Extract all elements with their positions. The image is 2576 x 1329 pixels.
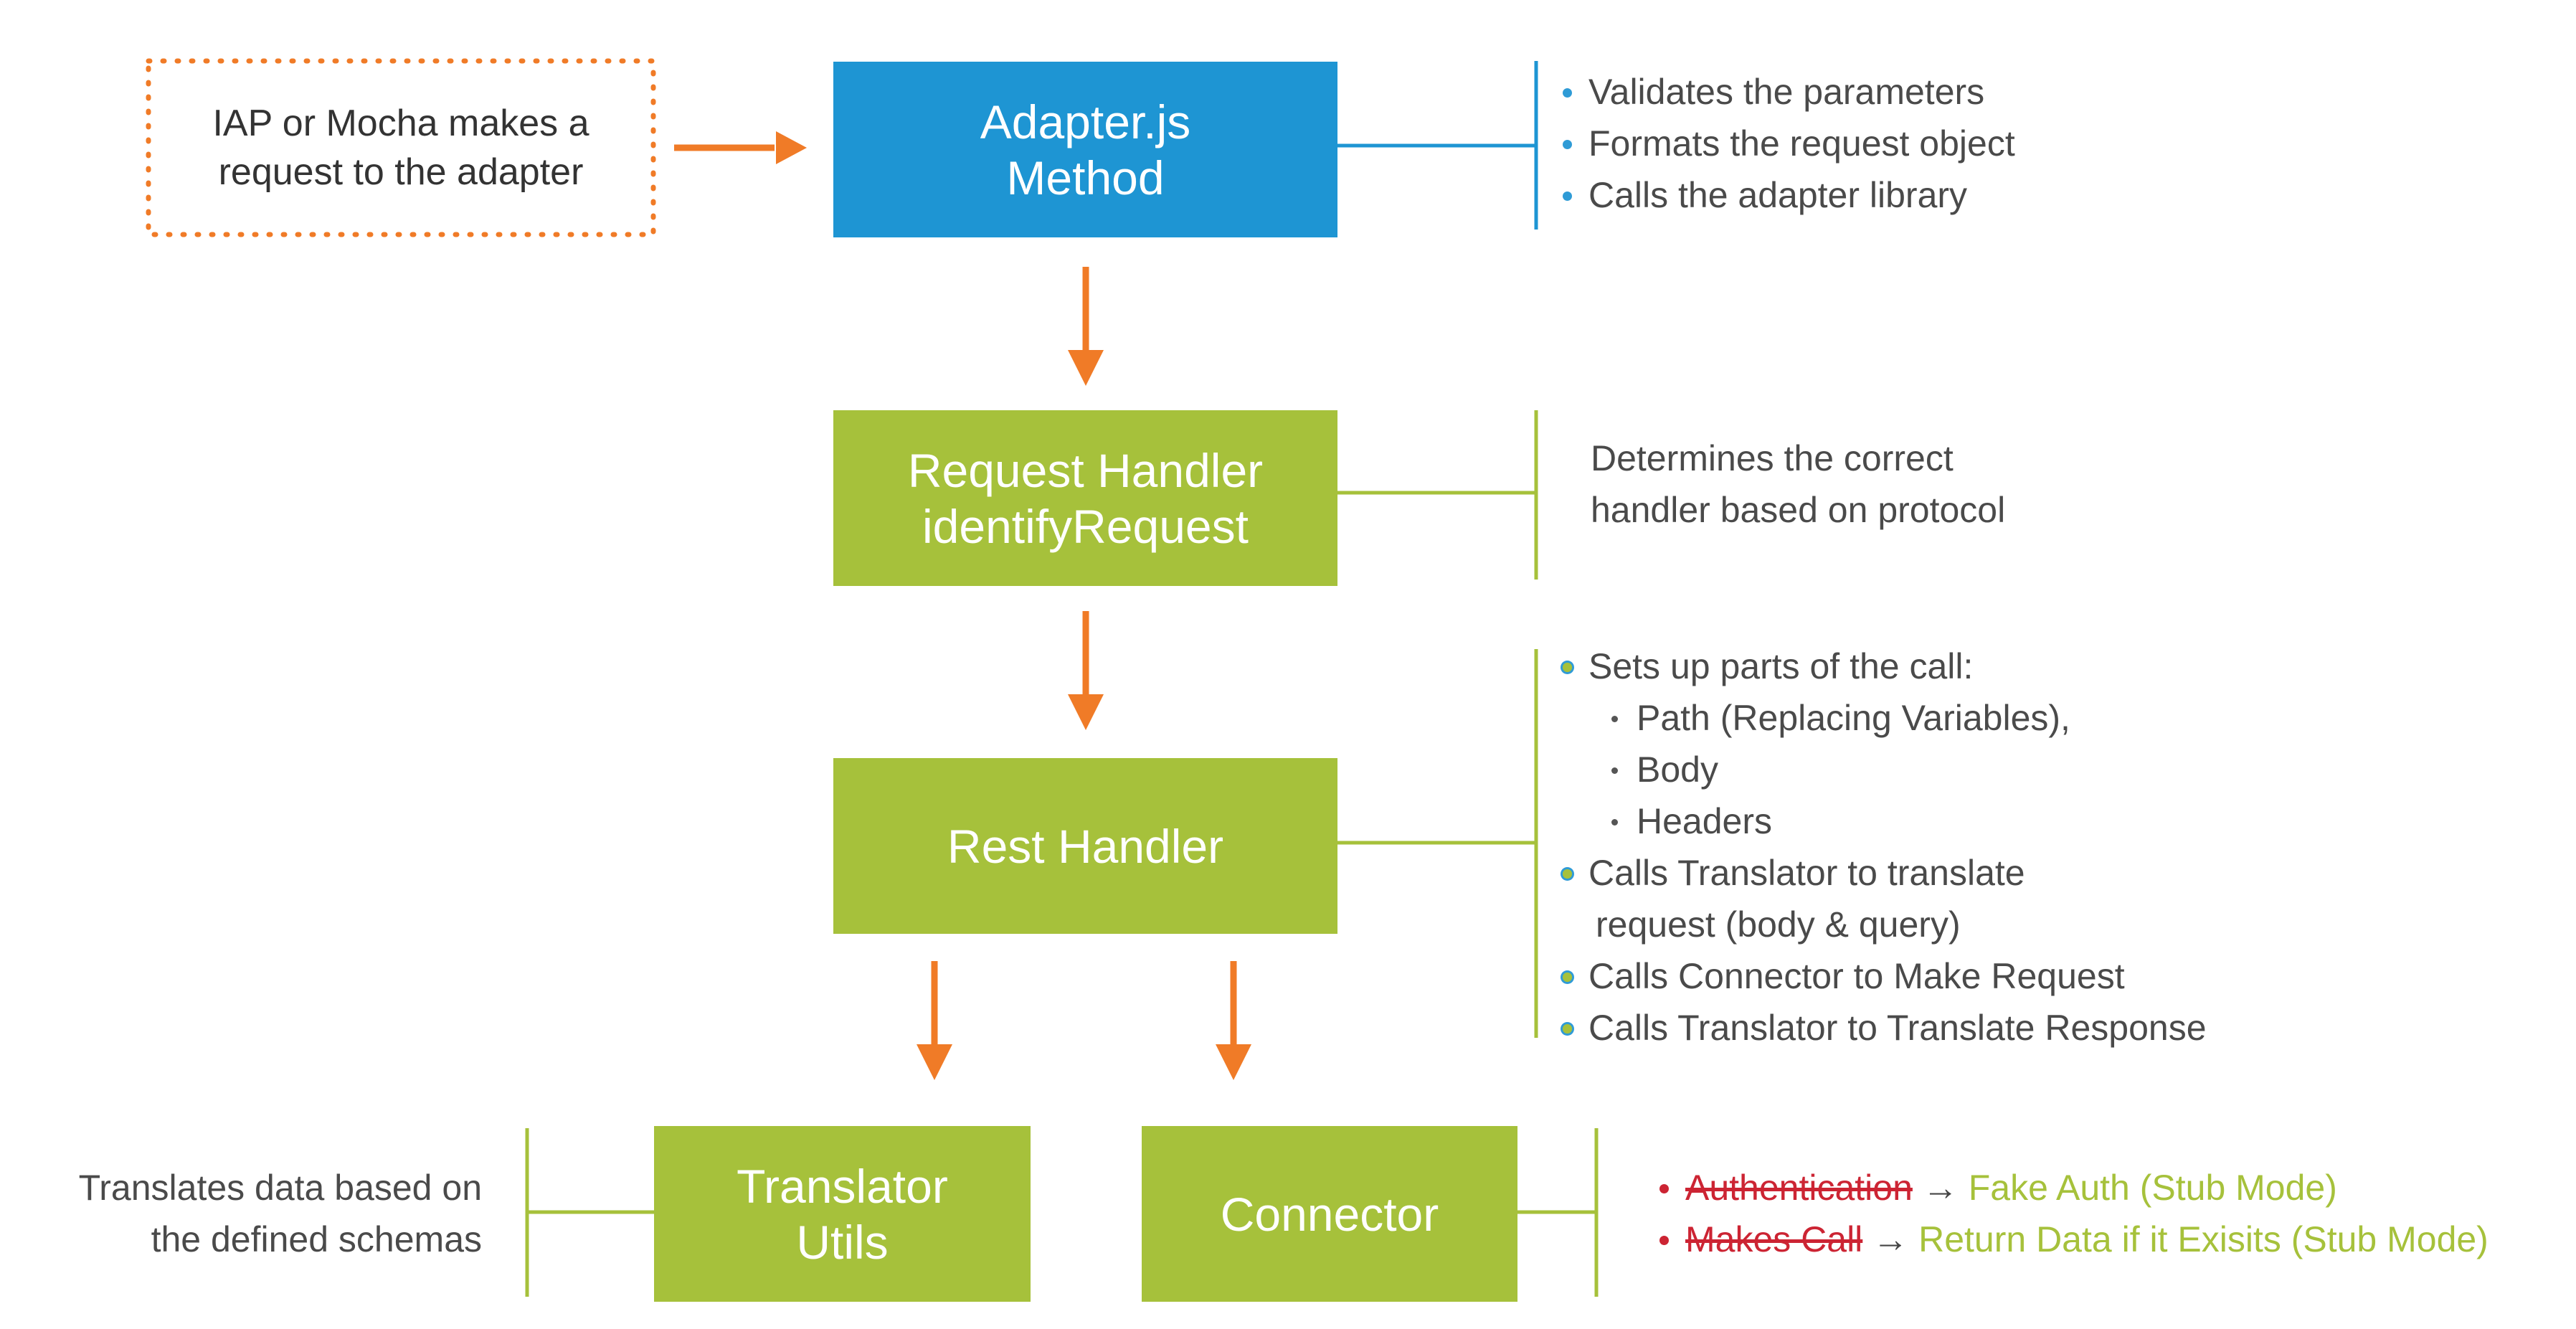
rest-handler-bracket	[1337, 649, 1538, 1038]
right-arrow-icon: →	[1922, 1168, 1959, 1208]
adapter-note-text: Formats the request object	[1588, 123, 2015, 164]
bullet-icon	[1563, 191, 1572, 201]
connector-note-struck: Makes Call	[1685, 1219, 1863, 1259]
request-handler-note-line1: Determines the correct	[1591, 438, 1954, 478]
bullet-icon	[1563, 973, 1572, 982]
rest-note-continuation: request (body & query)	[1588, 899, 2207, 950]
rest-note-subitem: Body	[1588, 744, 2207, 795]
right-arrow-icon: →	[1872, 1219, 1909, 1259]
adapter-node-line1: Adapter.js	[980, 95, 1191, 148]
connector-note-item: Authentication → Fake Auth (Stub Mode)	[1659, 1162, 2489, 1214]
rest-note-text: Sets up parts of the call:	[1588, 646, 1974, 686]
request-handler-node: Request Handler identifyRequest	[833, 410, 1337, 586]
request-handler-line1: Request Handler	[907, 443, 1264, 497]
request-handler-notes: Determines the correct handler based on …	[1591, 432, 2005, 536]
adapter-note-text: Validates the parameters	[1588, 72, 1985, 112]
connector-notes: Authentication → Fake Auth (Stub Mode) M…	[1659, 1162, 2489, 1265]
translator-notes: Translates data based on the defined sch…	[43, 1162, 482, 1265]
bullet-icon	[1659, 1184, 1669, 1193]
bullet-icon	[1563, 869, 1572, 879]
start-box: IAP or Mocha makes a request to the adap…	[148, 61, 653, 235]
rest-note-text: request (body & query)	[1596, 904, 1961, 945]
adapter-node-line2: Method	[1006, 151, 1165, 204]
sub-bullet-icon	[1611, 767, 1618, 774]
bullet-icon	[1563, 140, 1572, 149]
translator-note-line2: the defined schemas	[151, 1219, 482, 1259]
adapter-note-item: Validates the parameters	[1563, 66, 2015, 118]
request-handler-bracket	[1337, 410, 1538, 580]
translator-line2: Utils	[796, 1215, 889, 1269]
rest-note-subtext: Headers	[1637, 801, 1772, 841]
sub-bullet-icon	[1611, 716, 1618, 722]
translator-bracket	[525, 1128, 654, 1297]
connector-note-replacement: Return Data if it Exisits (Stub Mode)	[1918, 1219, 2489, 1259]
adapter-note-item: Formats the request object	[1563, 118, 2015, 169]
adapter-notes: Validates the parameters Formats the req…	[1563, 66, 2015, 221]
request-handler-line2: identifyRequest	[922, 499, 1249, 553]
bullet-icon	[1563, 88, 1572, 98]
connector-note-item: Makes Call → Return Data if it Exisits (…	[1659, 1214, 2489, 1265]
bullet-icon	[1563, 663, 1572, 672]
rest-note-text: Calls Translator to translate	[1588, 853, 2025, 893]
start-box-line2: request to the adapter	[218, 151, 584, 193]
adapter-method-node: Adapter.js Method	[833, 62, 1337, 237]
adapter-note-text: Calls the adapter library	[1588, 175, 1968, 215]
rest-note-item: Calls Connector to Make Request	[1563, 950, 2207, 1002]
rest-note-item: Calls Translator to translate	[1563, 847, 2207, 899]
rest-note-text: Calls Connector to Make Request	[1588, 956, 2125, 996]
connector-line1: Connector	[1220, 1187, 1439, 1241]
request-handler-note-line2: handler based on protocol	[1591, 490, 2006, 530]
translator-line1: Translator	[737, 1159, 948, 1213]
sub-bullet-icon	[1611, 819, 1618, 826]
start-box-line1: IAP or Mocha makes a	[212, 103, 589, 144]
connector-note-replacement: Fake Auth (Stub Mode)	[1968, 1168, 2337, 1208]
rest-note-text: Calls Translator to Translate Response	[1588, 1008, 2207, 1048]
connector-node: Connector	[1142, 1126, 1517, 1302]
translator-note-line1: Translates data based on	[78, 1168, 482, 1208]
rest-handler-line1: Rest Handler	[947, 819, 1224, 873]
rest-note-subitem: Headers	[1588, 795, 2207, 847]
adapter-note-item: Calls the adapter library	[1563, 169, 2015, 221]
rest-note-subitem: Path (Replacing Variables),	[1588, 692, 2207, 744]
rest-note-item: Calls Translator to Translate Response	[1563, 1002, 2207, 1054]
start-box-border	[146, 58, 656, 237]
adapter-bracket	[1337, 61, 1538, 230]
rest-note-subtext: Body	[1637, 749, 1718, 790]
rest-handler-notes: Sets up parts of the call: Path (Replaci…	[1563, 640, 2207, 1054]
bullet-icon	[1659, 1236, 1669, 1245]
connector-note-struck: Authentication	[1685, 1168, 1913, 1208]
rest-note-subtext: Path (Replacing Variables),	[1637, 698, 2070, 738]
bullet-icon	[1563, 1024, 1572, 1034]
connector-bracket	[1517, 1128, 1599, 1297]
rest-note-item: Sets up parts of the call:	[1563, 640, 2207, 692]
flow-arrows	[674, 131, 1251, 1080]
translator-utils-node: Translator Utils	[654, 1126, 1031, 1302]
rest-handler-node: Rest Handler	[833, 758, 1337, 934]
